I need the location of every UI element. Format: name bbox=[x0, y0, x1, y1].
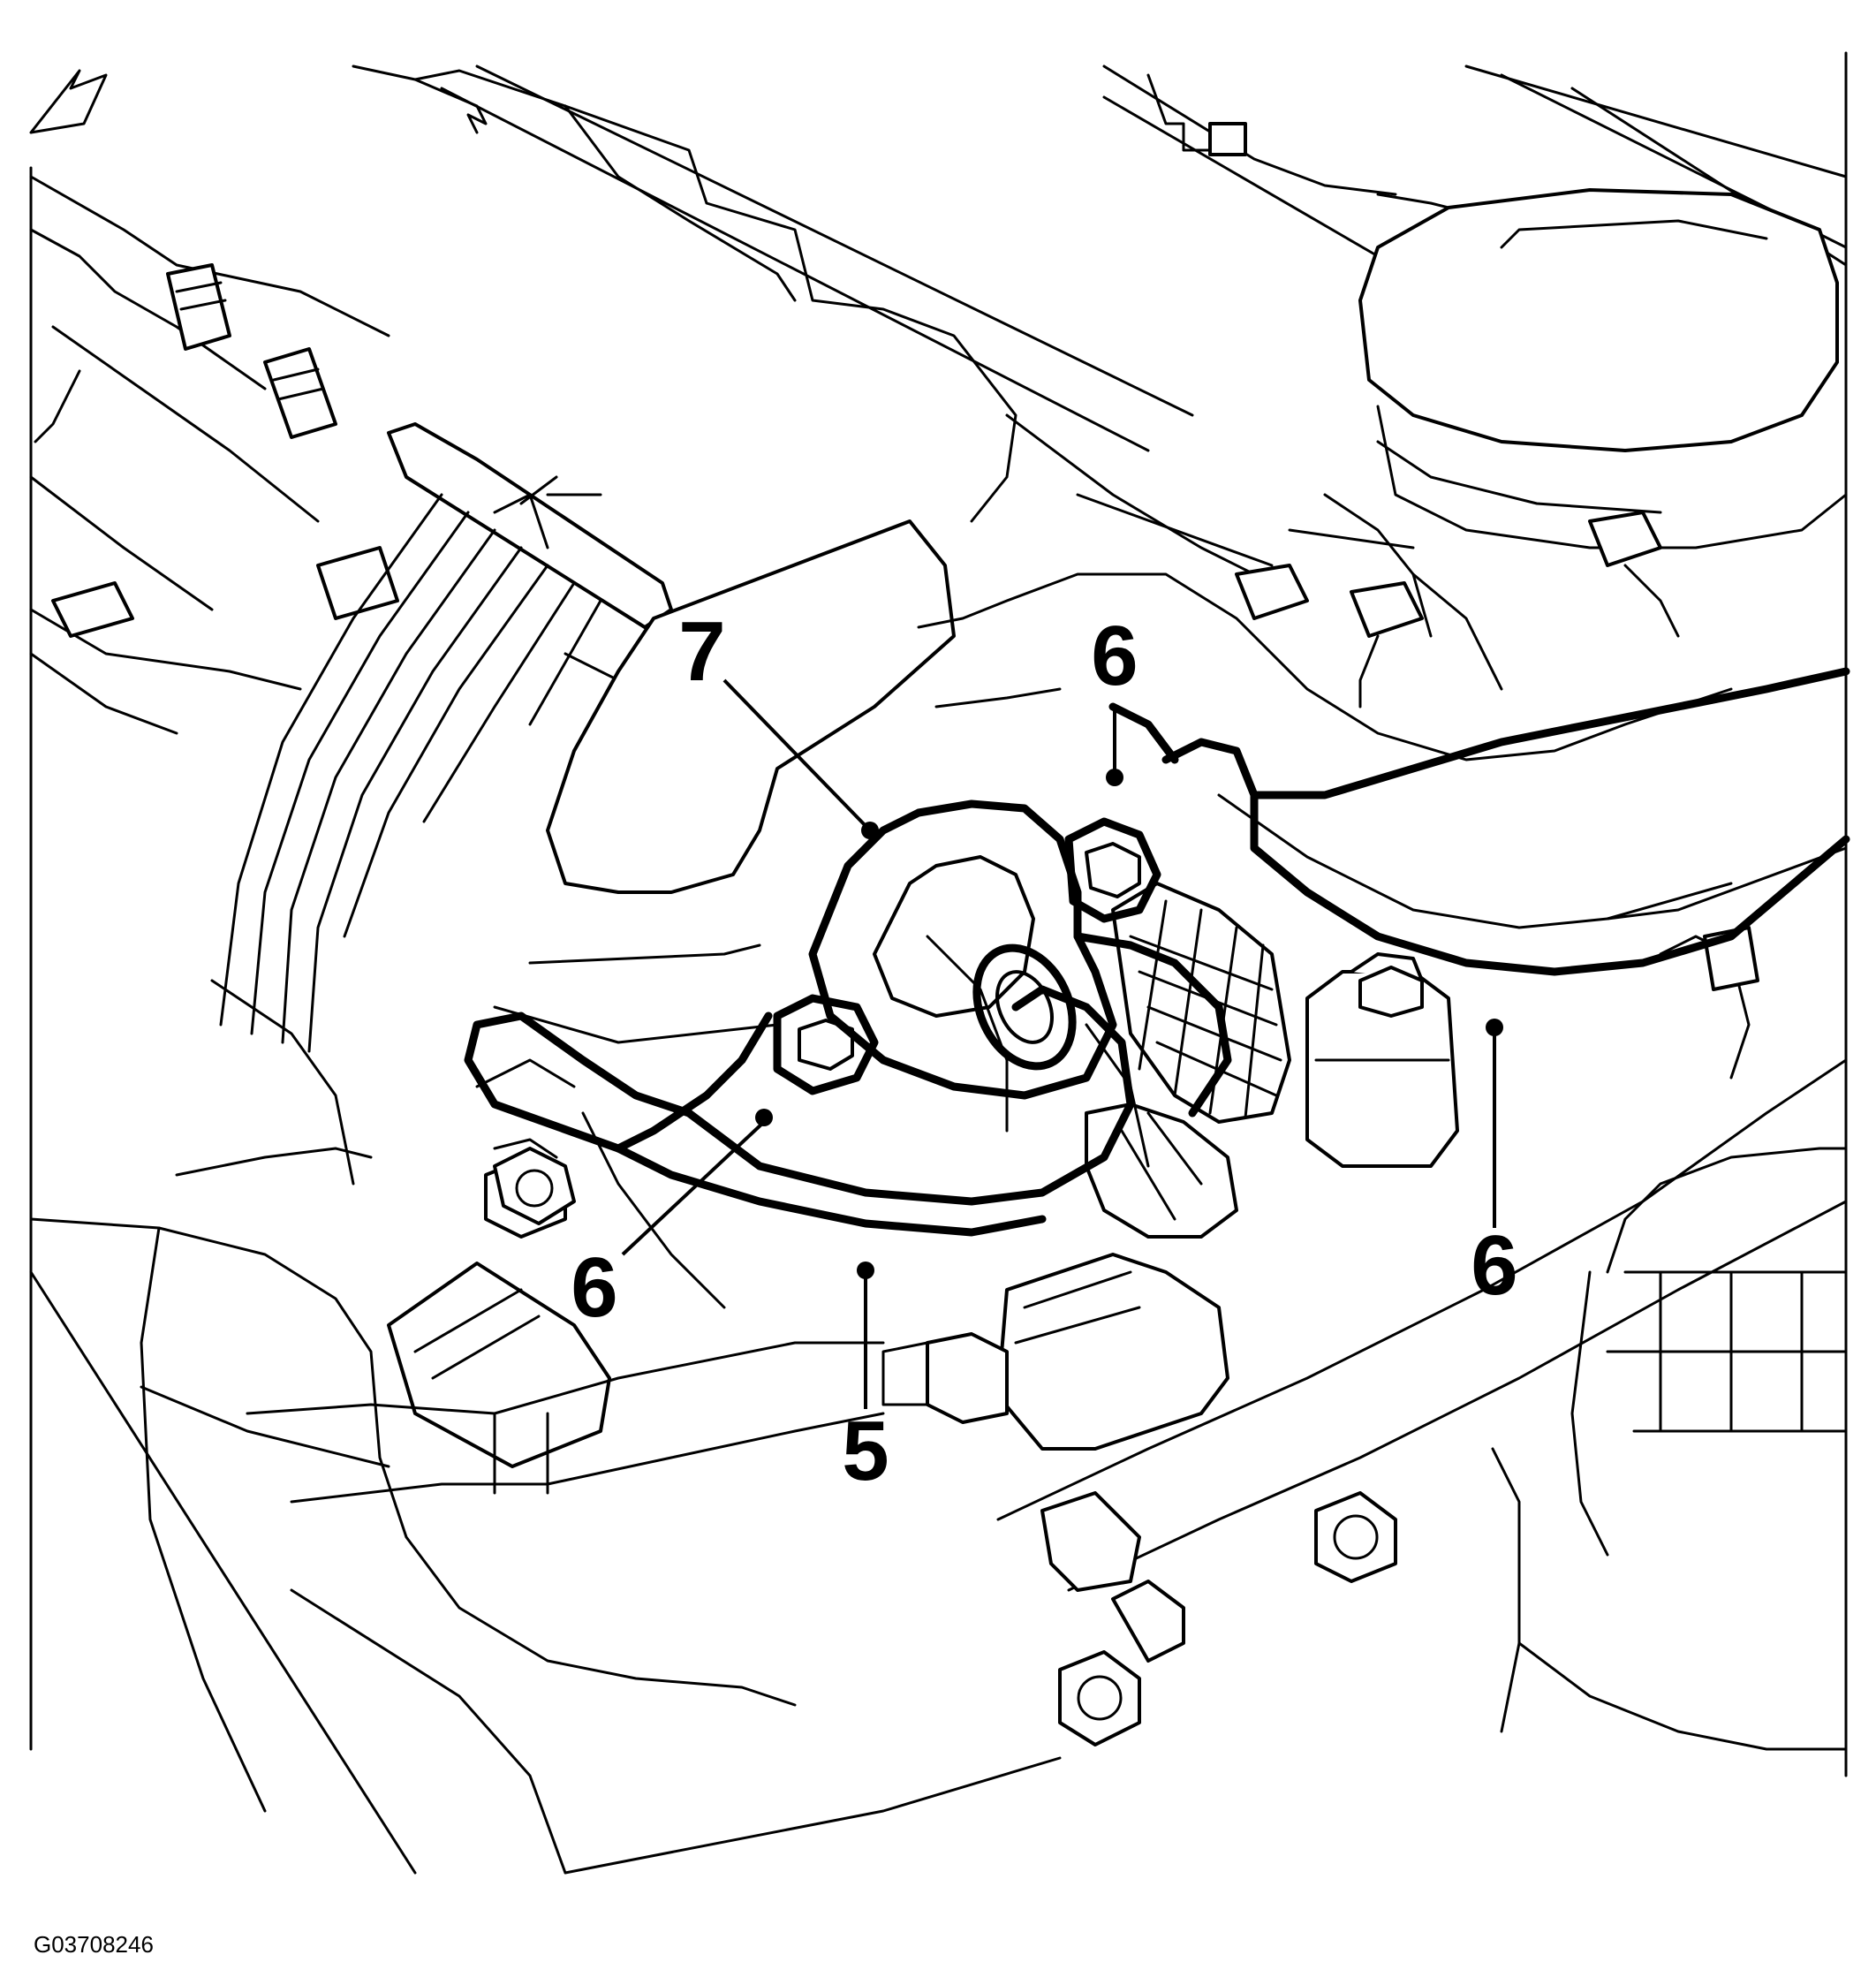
leader-callout-6-left bbox=[621, 1109, 773, 1256]
leader-callout-7 bbox=[722, 678, 879, 839]
right-mount bbox=[1305, 926, 1759, 1168]
callout-6-right: 6 bbox=[1471, 1218, 1517, 1313]
upper-right-hose bbox=[917, 493, 1848, 929]
lower-hose bbox=[246, 1341, 885, 1504]
bolt-lower-right bbox=[1314, 1491, 1397, 1583]
callout-5: 5 bbox=[842, 1404, 889, 1498]
figure-id-label: G03708246 bbox=[34, 1931, 154, 1958]
callout-6-left: 6 bbox=[571, 1240, 617, 1335]
callout-6-top: 6 bbox=[1091, 609, 1138, 703]
highlighted-bolt-left bbox=[773, 994, 879, 1095]
left-bracket-connectors bbox=[51, 263, 337, 638]
oil-filler-cap bbox=[1358, 188, 1848, 549]
wiring-harness-left bbox=[210, 422, 673, 1186]
bolt-lower-left bbox=[493, 1147, 576, 1225]
callout-7: 7 bbox=[678, 604, 725, 699]
grid-block bbox=[1111, 882, 1291, 1124]
diagonal-pipe bbox=[996, 1058, 1848, 1663]
bolt-upper-right bbox=[1358, 966, 1424, 1018]
leader-callout-5 bbox=[857, 1262, 874, 1409]
leader-callout-6-right bbox=[1486, 1019, 1503, 1228]
highlighted-sensor-assembly bbox=[464, 667, 1850, 1239]
leader-callout-6-top bbox=[1106, 707, 1123, 786]
electrical-connector bbox=[881, 1253, 1229, 1451]
frame-lines bbox=[29, 51, 1848, 1875]
bolt-lower-middle bbox=[1058, 1650, 1141, 1746]
top-right-engine bbox=[440, 64, 1848, 602]
round-component-right bbox=[1491, 1147, 1848, 1751]
highlighted-bolt-right bbox=[1064, 817, 1161, 923]
large-hose-left bbox=[29, 1147, 1062, 1875]
harness-clips-top bbox=[1235, 511, 1680, 708]
